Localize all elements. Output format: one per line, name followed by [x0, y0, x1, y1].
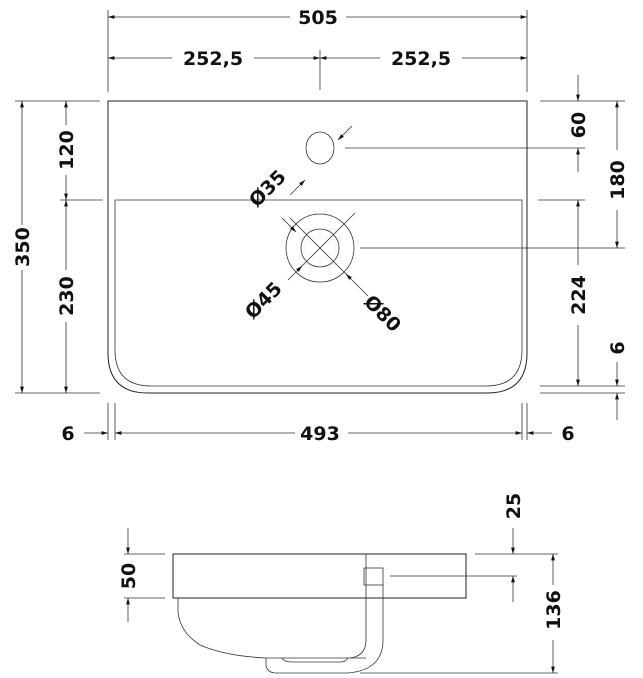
dim-rear-section: 120 — [56, 130, 78, 170]
dim-overall-depth: 350 — [12, 227, 34, 267]
dim-overall-width: 505 — [298, 7, 338, 29]
overflow-outlet — [363, 567, 384, 586]
dim-rim-height: 50 — [118, 563, 140, 589]
tap-hole — [305, 131, 335, 165]
basin-outline — [107, 100, 528, 394]
dim-half-width-left: 252,5 — [183, 48, 243, 70]
dim-front-rim: 6 — [607, 341, 629, 354]
dim-left-rim: 6 — [61, 423, 74, 445]
waste-hole — [300, 228, 340, 268]
dim-total-height: 136 — [543, 590, 565, 630]
dim-waste-from-back: 180 — [607, 160, 629, 200]
side-view: 50 25 136 — [118, 493, 565, 674]
bowl-outline — [114, 199, 523, 387]
bowl-base — [265, 584, 384, 674]
overflow-pipe — [349, 554, 367, 659]
waste-recess — [285, 213, 355, 283]
dim-right-rim: 6 — [561, 423, 574, 445]
dim-bowl-width: 493 — [300, 423, 340, 445]
dim-front-section: 230 — [56, 276, 78, 316]
dim-half-width-right: 252,5 — [391, 48, 451, 70]
dim-tap-hole-diameter: Ø35 — [245, 166, 291, 212]
dim-waste-diameter: Ø45 — [241, 278, 287, 324]
dim-overflow-offset: 25 — [503, 493, 525, 519]
dim-bowl-depth: 224 — [568, 275, 590, 315]
dim-waste-recess-diameter: Ø80 — [359, 291, 405, 337]
dim-tap-hole-from-back: 60 — [568, 112, 590, 138]
top-view: 505 252,5 252,5 350 120 230 60 180 224 6… — [12, 7, 629, 445]
bowl-profile — [177, 598, 366, 659]
